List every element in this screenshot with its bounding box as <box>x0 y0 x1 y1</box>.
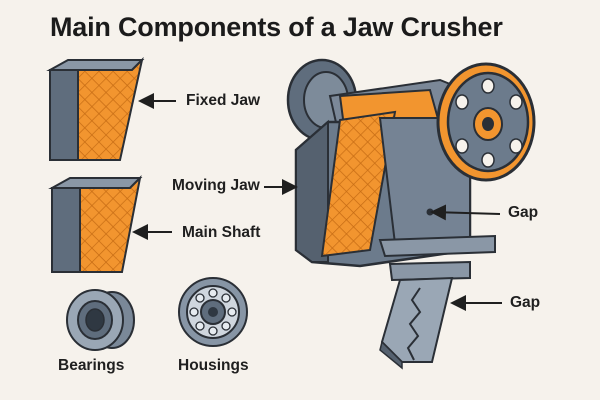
label-housings: Housings <box>178 357 249 374</box>
label-moving-jaw: Moving Jaw <box>172 177 260 194</box>
fixed-jaw-plate <box>46 56 145 161</box>
label-bearings: Bearings <box>58 357 125 374</box>
leader-arrows <box>132 93 502 311</box>
bearing-part <box>66 289 135 351</box>
label-fixed-jaw: Fixed Jaw <box>186 92 261 109</box>
housing-part <box>178 277 248 347</box>
diagram-title: Main Components of a Jaw Crusher <box>50 12 503 42</box>
label-gap-lower: Gap <box>510 294 541 311</box>
label-gap-upper: Gap <box>508 204 539 221</box>
label-main-shaft: Main Shaft <box>182 224 261 241</box>
jaw-crusher-assembly <box>286 58 536 370</box>
arrow-gap-upper <box>430 204 501 221</box>
moving-jaw-plate <box>48 174 143 273</box>
